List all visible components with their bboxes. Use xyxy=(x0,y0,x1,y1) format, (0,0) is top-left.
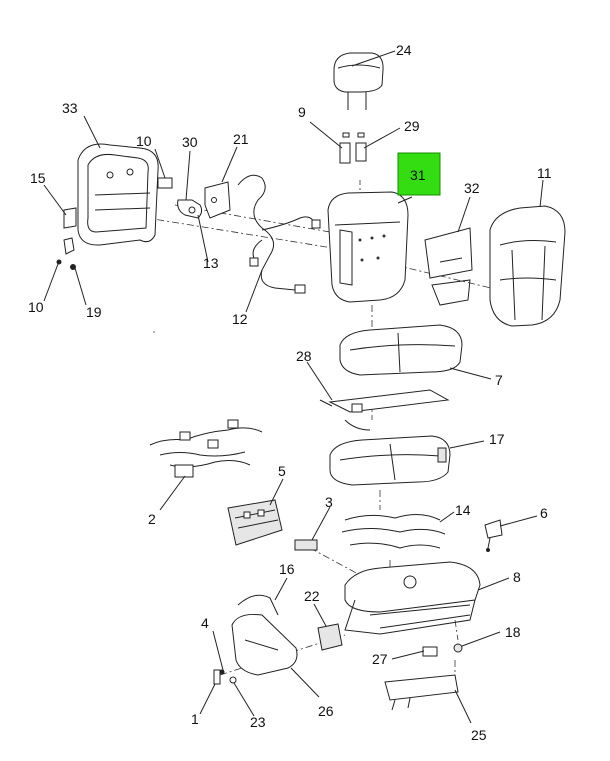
stray-dot xyxy=(153,331,155,333)
side-bracket xyxy=(317,623,343,651)
callout-14[interactable]: 14 xyxy=(455,502,471,518)
callout-17[interactable]: 17 xyxy=(489,431,505,447)
headrest-guides xyxy=(339,132,367,164)
callout-27[interactable]: 27 xyxy=(372,651,388,667)
seat-back-pad xyxy=(424,227,473,306)
callout-11[interactable]: 11 xyxy=(537,165,552,181)
side-shield xyxy=(213,614,298,685)
bolt xyxy=(453,643,463,653)
callout-16[interactable]: 16 xyxy=(279,561,295,577)
callout-30[interactable]: 30 xyxy=(182,134,198,150)
callout-8[interactable]: 8 xyxy=(513,569,521,585)
seat-back-assembly xyxy=(327,191,409,303)
seat-back-frame xyxy=(77,143,159,246)
small-fasteners-left xyxy=(56,177,173,270)
callout-15[interactable]: 15 xyxy=(30,170,46,186)
callout-4[interactable]: 4 xyxy=(201,615,209,631)
seat-frame-track xyxy=(344,561,481,635)
callout-24[interactable]: 24 xyxy=(396,42,412,58)
callout-7[interactable]: 7 xyxy=(495,372,503,388)
mounting-bracket xyxy=(384,674,459,711)
callout-29[interactable]: 29 xyxy=(404,118,420,134)
callout-22[interactable]: 22 xyxy=(304,588,320,604)
wire-harness-back xyxy=(237,174,321,294)
callout-26[interactable]: 26 xyxy=(318,703,334,719)
callout-32[interactable]: 32 xyxy=(464,180,480,196)
callout-2[interactable]: 2 xyxy=(148,511,156,527)
callout-labels: 24 9 29 33 10 30 21 15 13 10 19 12 31 32… xyxy=(28,42,552,743)
callout-1[interactable]: 1 xyxy=(191,711,199,727)
callout-33[interactable]: 33 xyxy=(62,100,78,116)
small-connector xyxy=(422,646,438,657)
callout-21[interactable]: 21 xyxy=(233,131,249,147)
seat-cushion-pad xyxy=(329,435,451,486)
seat-back-cover xyxy=(489,205,566,327)
release-cable xyxy=(237,594,279,616)
bracket xyxy=(204,181,231,219)
recliner-handle xyxy=(177,199,203,219)
seat-heater-pad xyxy=(319,389,450,431)
callout-3[interactable]: 3 xyxy=(325,494,333,510)
callout-5[interactable]: 5 xyxy=(278,463,286,479)
callout-31[interactable]: 31 xyxy=(410,167,426,183)
callout-10-bottom[interactable]: 10 xyxy=(28,299,44,315)
cushion-frame-harness xyxy=(341,514,446,549)
seat-cushion-cover xyxy=(339,324,463,376)
connector-clip xyxy=(294,539,318,551)
seat-switch xyxy=(484,519,503,552)
callout-19[interactable]: 19 xyxy=(86,304,102,320)
callout-23[interactable]: 23 xyxy=(250,714,266,730)
callout-18[interactable]: 18 xyxy=(505,624,521,640)
callout-9[interactable]: 9 xyxy=(298,104,306,120)
callout-25[interactable]: 25 xyxy=(471,727,487,743)
highlight-box-31[interactable] xyxy=(397,152,441,196)
control-module xyxy=(227,499,283,546)
leader-lines xyxy=(43,50,544,724)
cushion-wire-harness xyxy=(149,419,263,478)
headrest xyxy=(333,52,384,110)
callout-6[interactable]: 6 xyxy=(540,505,548,521)
callout-10-top[interactable]: 10 xyxy=(136,133,152,149)
callout-12[interactable]: 12 xyxy=(232,311,248,327)
callout-13[interactable]: 13 xyxy=(203,255,219,271)
callout-28[interactable]: 28 xyxy=(296,348,312,364)
